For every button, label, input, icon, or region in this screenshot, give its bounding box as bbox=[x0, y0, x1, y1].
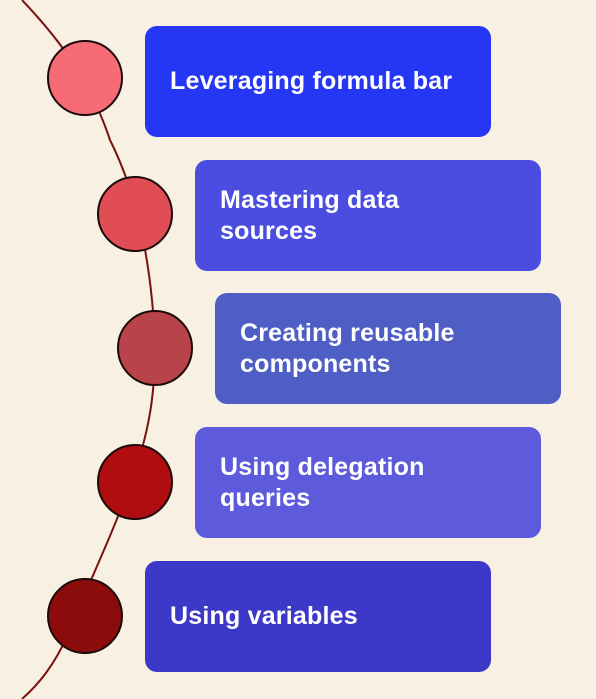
step-card-4: Using delegation queries bbox=[195, 427, 541, 538]
step-card-2: Mastering data sources bbox=[195, 160, 541, 271]
step-label-2: Mastering data sources bbox=[220, 185, 400, 245]
timeline-node-2 bbox=[97, 176, 173, 252]
step-card-5: Using variables bbox=[145, 561, 491, 672]
step-label-5: Using variables bbox=[170, 602, 358, 630]
step-card-3: Creating reusable components bbox=[215, 293, 561, 404]
timeline-node-5 bbox=[47, 578, 123, 654]
timeline-node-4 bbox=[97, 444, 173, 520]
timeline-node-1 bbox=[47, 40, 123, 116]
timeline-node-3 bbox=[117, 310, 193, 386]
step-label-1: Leveraging formula bar bbox=[170, 67, 453, 95]
step-label-3: Creating reusable components bbox=[240, 318, 455, 378]
step-label-4: Using delegation queries bbox=[220, 452, 425, 512]
step-card-1: Leveraging formula bar bbox=[145, 26, 491, 137]
